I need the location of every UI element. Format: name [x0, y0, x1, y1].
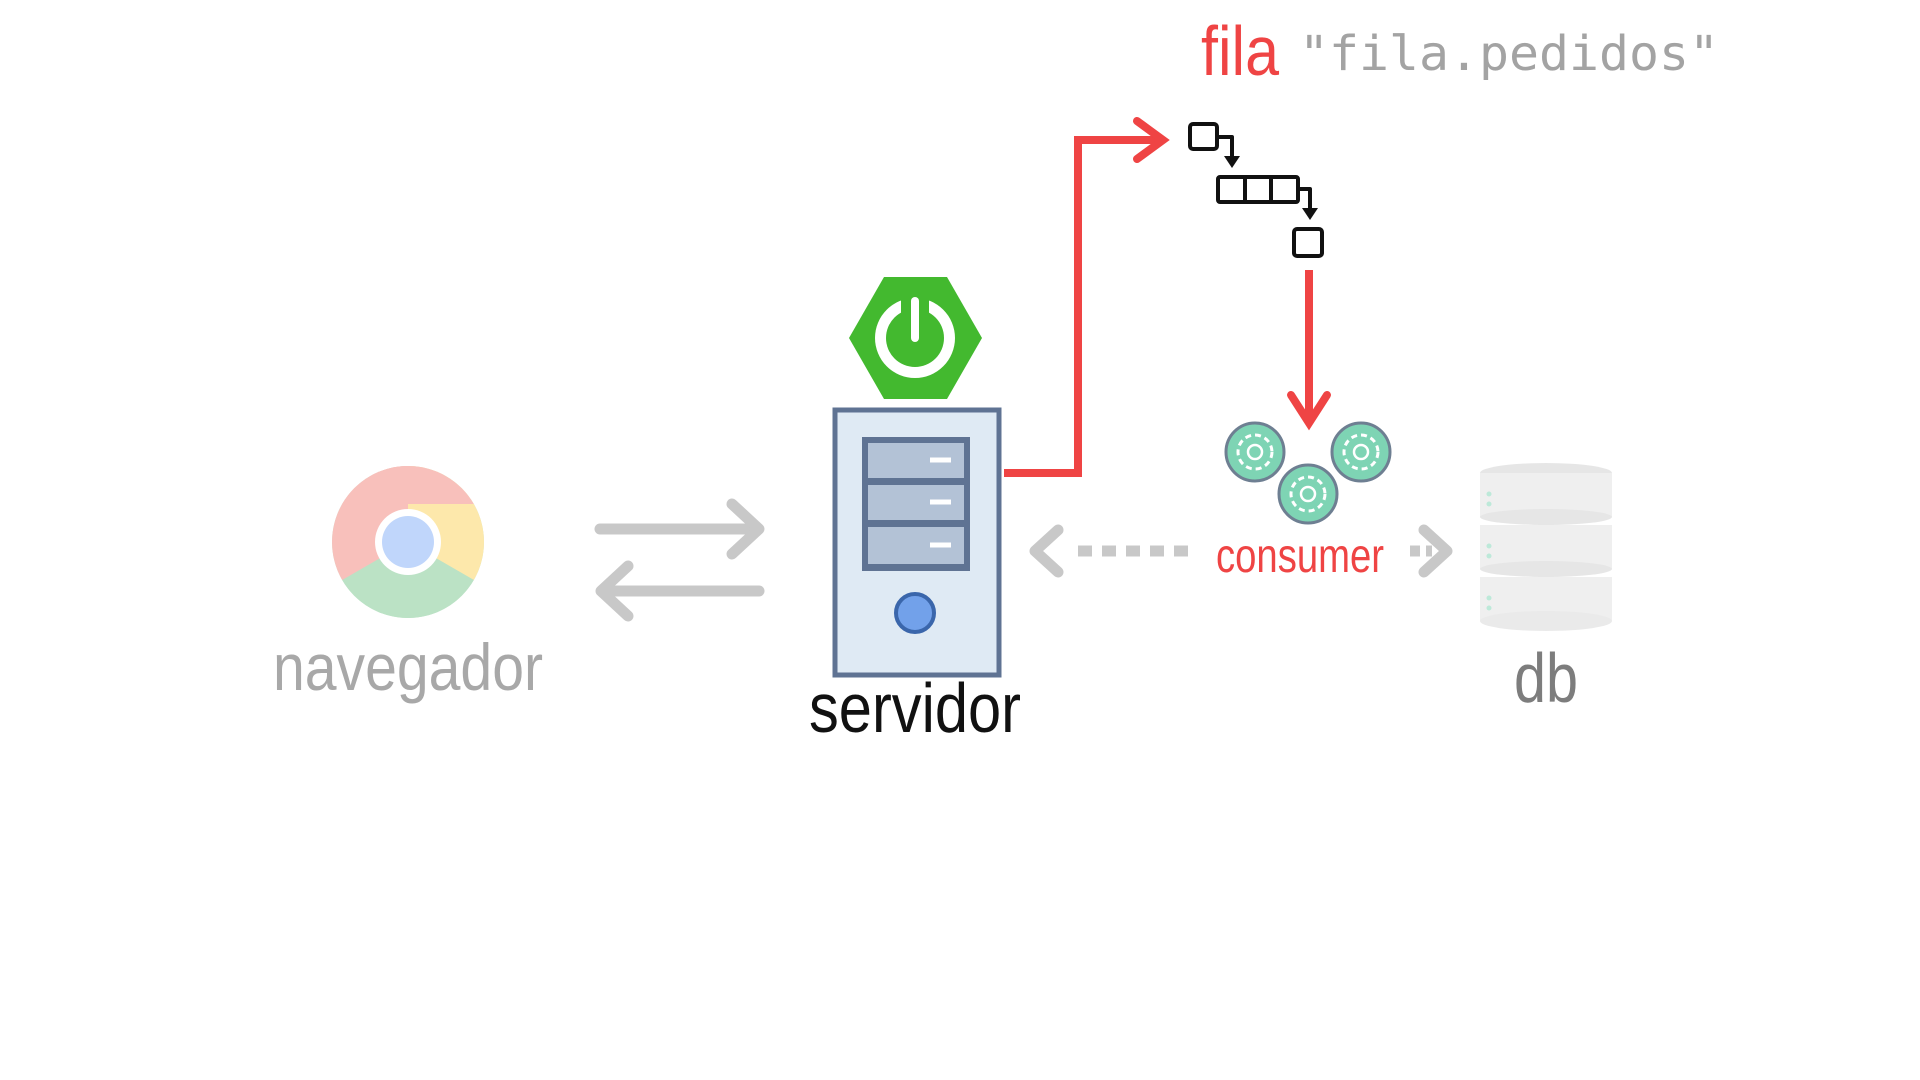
queue-name: "fila.pedidos"	[1299, 26, 1719, 82]
consumer-to-server-arrow	[1029, 524, 1188, 578]
gear-icon	[1277, 463, 1339, 525]
gear-icon	[1224, 421, 1286, 483]
spring-boot-icon	[849, 277, 982, 399]
gear-icon	[1330, 421, 1392, 483]
server-to-queue-arrow	[1004, 117, 1170, 477]
browser-label: navegador	[273, 630, 543, 704]
database-label: db	[1514, 639, 1578, 717]
consumer-to-db-arrow	[1410, 524, 1453, 578]
chrome-icon	[332, 466, 484, 618]
database-icon	[1480, 463, 1612, 631]
queue-icon	[1188, 122, 1324, 258]
queue-label: fila	[1201, 12, 1279, 90]
server-label: servidor	[809, 669, 1021, 747]
request-response-arrows	[594, 498, 765, 622]
server-icon	[832, 407, 1002, 678]
queue-to-consumer-arrow	[1287, 270, 1331, 431]
consumer-gears-icon	[1224, 421, 1392, 525]
consumer-label: consumer	[1216, 530, 1384, 583]
